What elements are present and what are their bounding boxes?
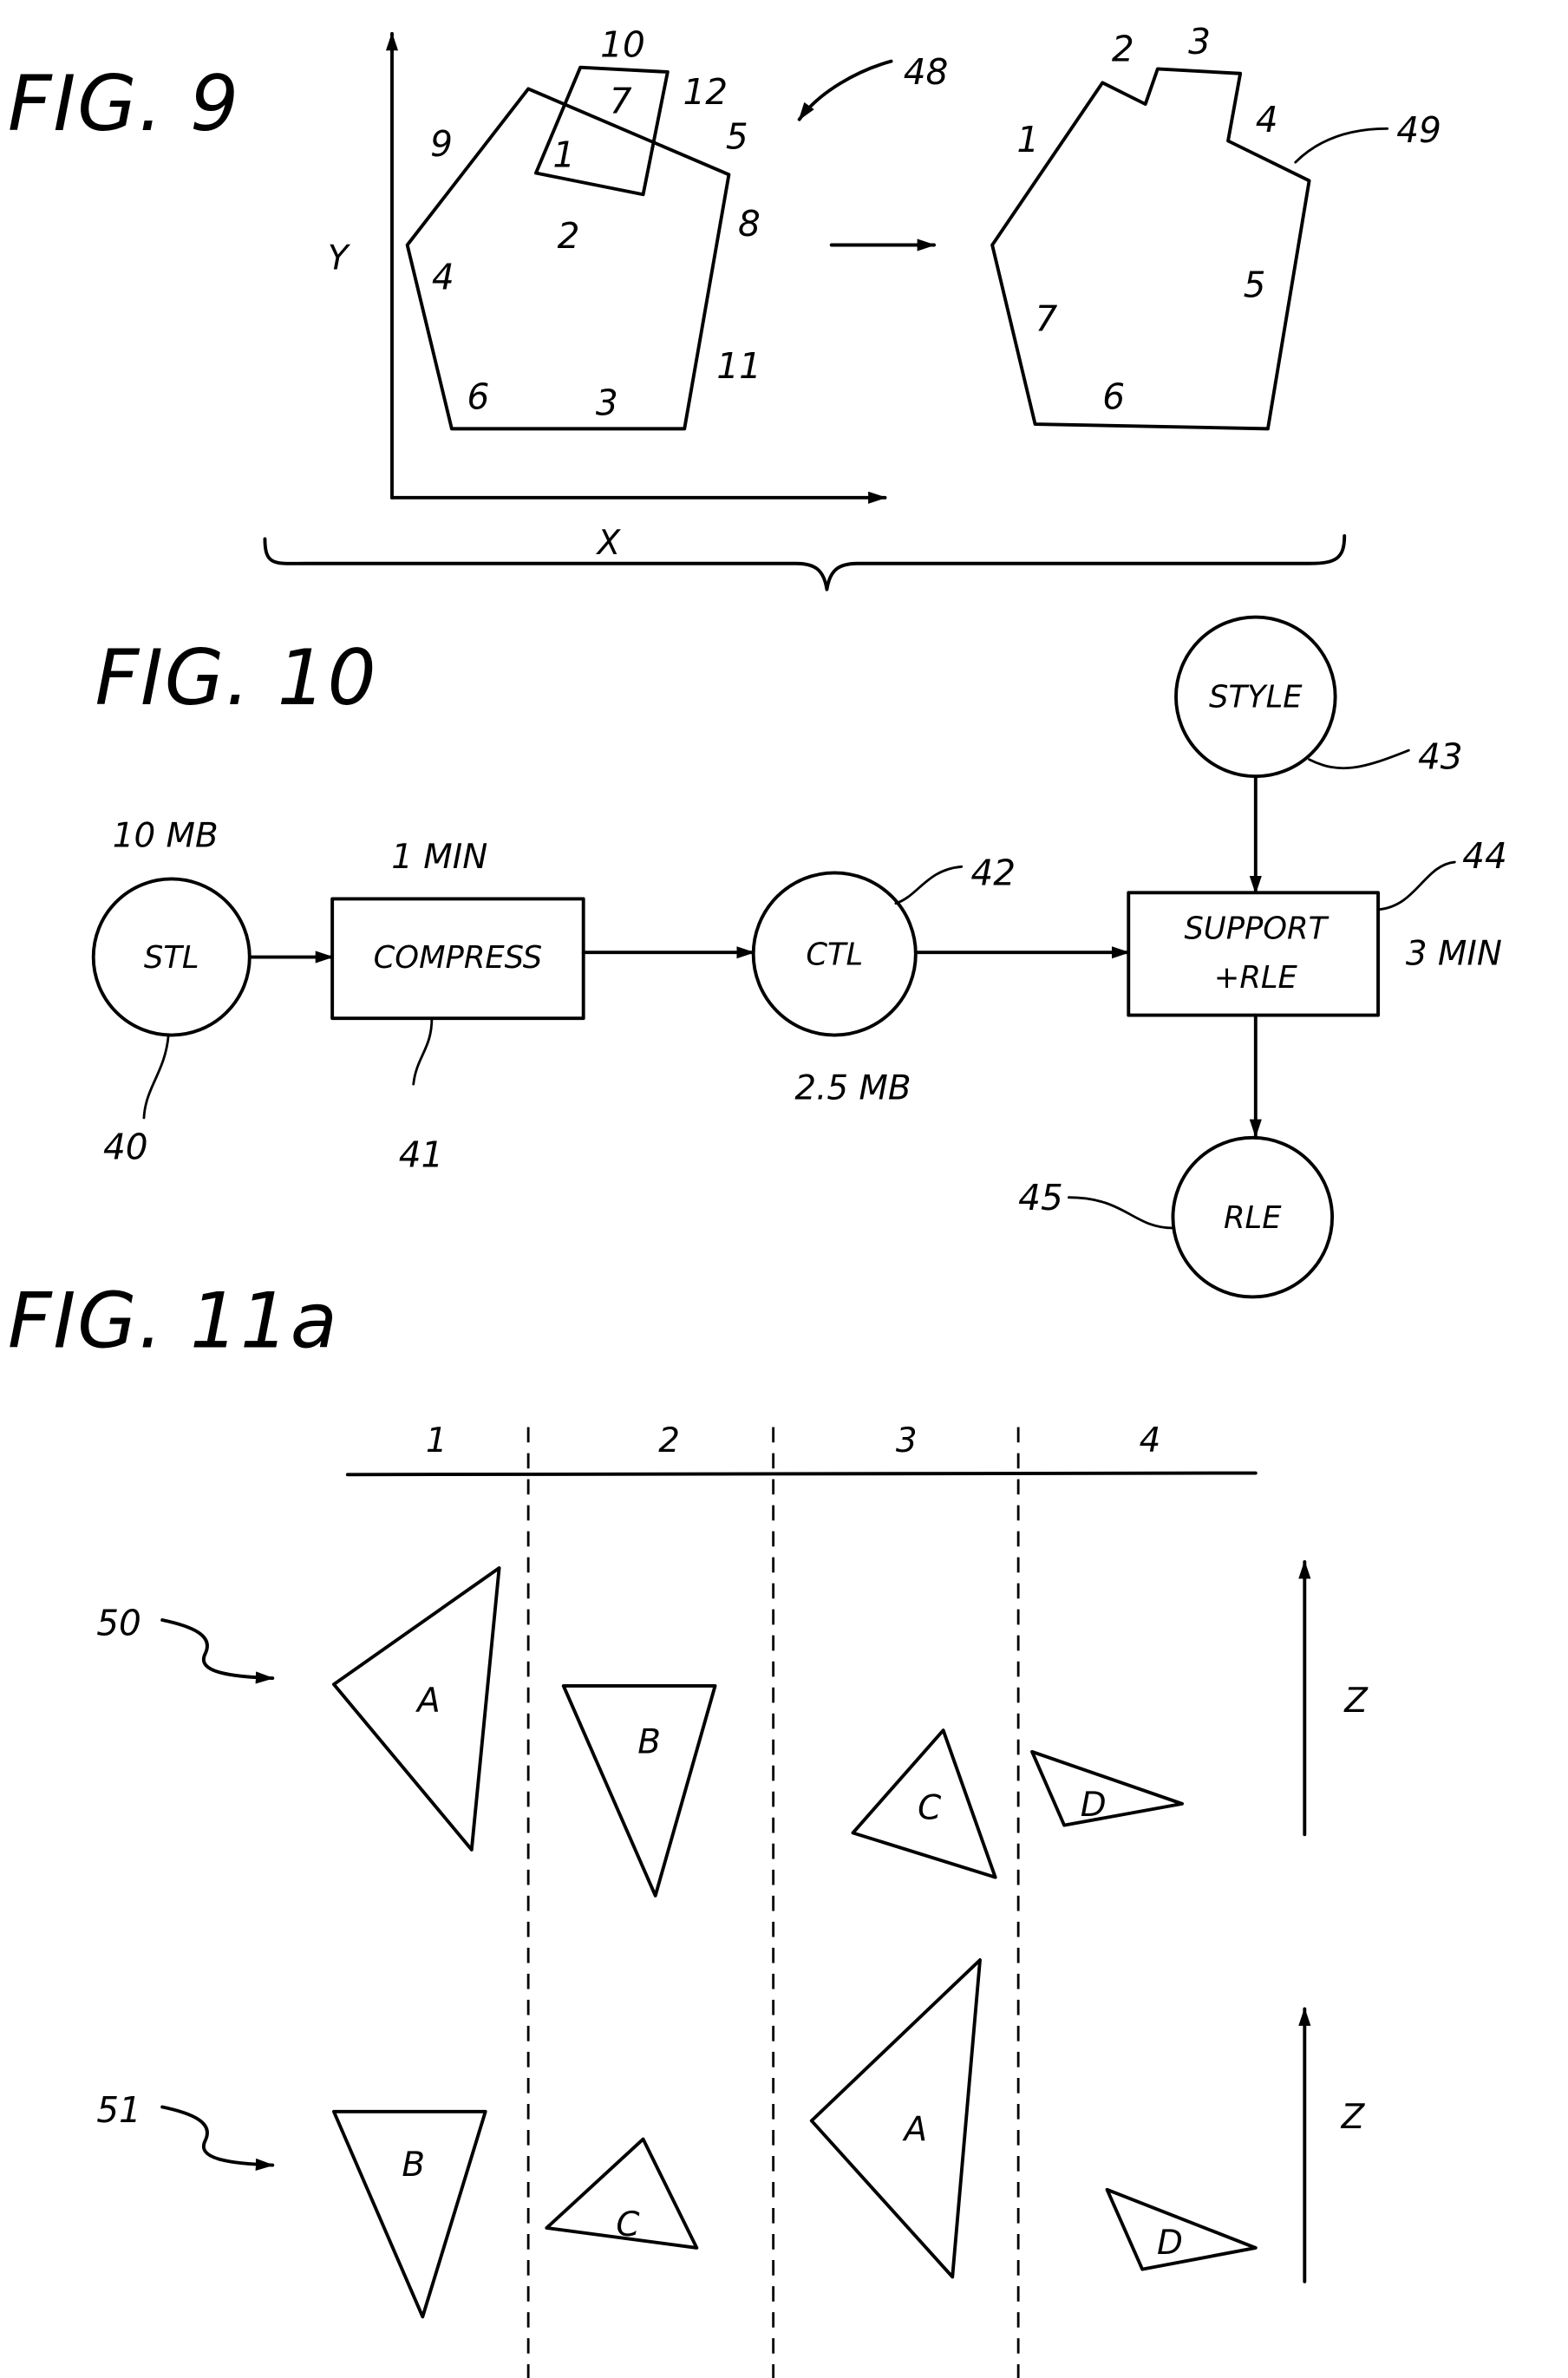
row-50-triangle-a-label: A <box>415 1682 441 1721</box>
figure-9-title: FIG. 9 <box>8 59 240 148</box>
ref-42-leader <box>896 866 962 903</box>
row-50-triangle-d-label: D <box>1081 1786 1107 1825</box>
output-edge-label-5: 5 <box>1244 265 1266 306</box>
edge-label-8: 8 <box>738 203 761 245</box>
row-51-triangle-a-label: A <box>902 2110 928 2149</box>
ref-50-arrow <box>162 1620 272 1678</box>
column-label-3: 3 <box>896 1421 918 1460</box>
edge-label-4: 4 <box>432 257 454 298</box>
support-rle-node-label-line1: SUPPORT <box>1184 911 1329 946</box>
ref-41-leader <box>414 1018 432 1084</box>
edge-label-2: 2 <box>558 215 580 257</box>
figure-10: FIG. 10 STL 10 MB 40 COMPRESS 1 MIN 41 C… <box>94 617 1507 1297</box>
y-axis-label: Y <box>328 239 351 278</box>
ref-48-arrow <box>800 62 892 120</box>
row-51-z-axis-label: Z <box>1341 2098 1366 2137</box>
ref-42-label: 42 <box>970 853 1016 894</box>
support-time-label: 3 MIN <box>1406 934 1502 973</box>
stl-node-label: STL <box>144 940 199 976</box>
output-edge-label-7: 7 <box>1036 297 1058 339</box>
ref-50-label: 50 <box>96 1603 141 1644</box>
output-edge-label-6: 6 <box>1102 376 1125 417</box>
style-node-label: STYLE <box>1209 680 1303 715</box>
row-51-triangle-c-label: C <box>616 2205 639 2244</box>
edge-label-12: 12 <box>683 71 728 113</box>
stl-size-label: 10 MB <box>113 816 219 855</box>
compress-time-label: 1 MIN <box>391 838 487 877</box>
x-axis-label: X <box>596 524 622 563</box>
ctl-node-label: CTL <box>806 937 863 972</box>
ref-49-label: 49 <box>1396 109 1441 151</box>
edge-label-11: 11 <box>716 345 761 387</box>
output-edge-label-1: 1 <box>1016 119 1039 160</box>
ref-40-leader <box>144 1035 168 1118</box>
ref-49-leader <box>1296 128 1388 162</box>
ref-41-label: 41 <box>399 1133 444 1175</box>
row-51-triangle-d-label: D <box>1157 2224 1183 2263</box>
figure-11a: FIG. 11a 1 2 3 4 50 A B C D Z 51 B C A D <box>8 1277 1369 2378</box>
row-50-triangle-b <box>564 1686 715 1896</box>
row-50-z-axis-label: Z <box>1343 1682 1369 1721</box>
edge-label-1: 1 <box>552 134 575 175</box>
row-51-triangle-a <box>812 1960 980 2277</box>
row-51-triangle-b <box>334 2112 486 2317</box>
edge-label-6: 6 <box>467 376 490 417</box>
ref-43-leader <box>1310 750 1409 768</box>
ref-40-label: 40 <box>103 1127 148 1168</box>
rle-node-label: RLE <box>1224 1200 1282 1236</box>
ref-45-label: 45 <box>1018 1177 1063 1218</box>
edge-label-9: 9 <box>430 123 453 165</box>
edge-label-3: 3 <box>596 382 618 423</box>
ref-44-label: 44 <box>1462 835 1507 877</box>
edge-label-10: 10 <box>600 23 645 65</box>
column-header-line <box>348 1473 1256 1475</box>
compress-node-label: COMPRESS <box>374 940 543 976</box>
ctl-size-label: 2.5 MB <box>794 1069 911 1108</box>
ref-51-label: 51 <box>96 2089 141 2131</box>
ref-48-label: 48 <box>904 51 949 93</box>
output-edge-label-2: 2 <box>1112 29 1134 70</box>
ref-43-label: 43 <box>1418 735 1463 777</box>
figure-9-brace <box>265 536 1344 590</box>
figure-11a-title: FIG. 11a <box>8 1277 339 1366</box>
row-51-triangle-b-label: B <box>402 2146 425 2185</box>
output-edge-label-4: 4 <box>1256 99 1278 140</box>
row-50-triangle-d <box>1032 1752 1182 1826</box>
row-50-triangle-b-label: B <box>637 1723 661 1762</box>
edge-label-7: 7 <box>610 81 632 122</box>
ref-44-leader <box>1378 862 1454 910</box>
column-label-1: 1 <box>426 1421 448 1460</box>
row-50-triangle-c-label: C <box>918 1789 941 1828</box>
output-edge-label-3: 3 <box>1188 21 1211 62</box>
column-label-2: 2 <box>658 1421 680 1460</box>
figure-9: FIG. 9 Y X 9 10 7 12 5 1 2 8 4 6 3 11 48… <box>8 21 1441 590</box>
figure-10-title: FIG. 10 <box>95 633 377 722</box>
support-rle-node-label-line2: +RLE <box>1214 960 1298 996</box>
ref-51-arrow <box>162 2107 272 2165</box>
edge-label-5: 5 <box>726 115 748 157</box>
ref-45-leader <box>1068 1198 1173 1228</box>
column-label-4: 4 <box>1140 1421 1161 1460</box>
